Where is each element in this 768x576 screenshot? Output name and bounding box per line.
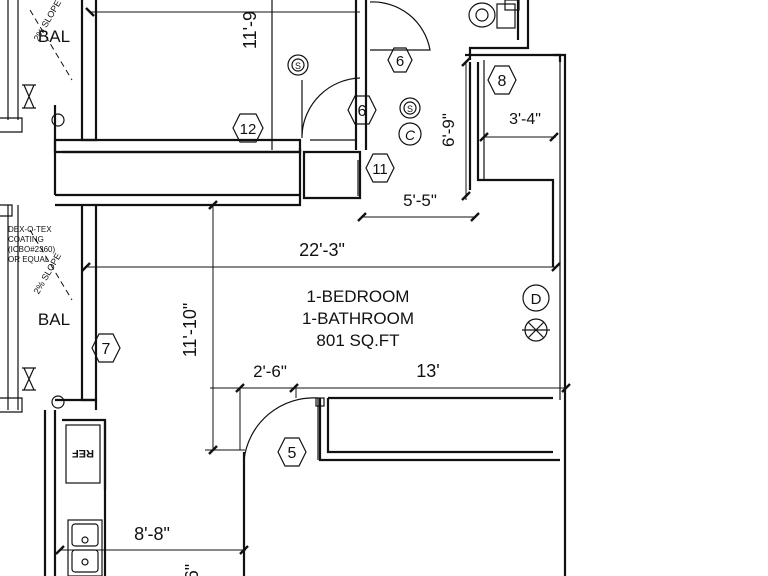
coating-note-line4: OR EQUAL — [8, 255, 50, 264]
svg-text:8: 8 — [498, 73, 507, 90]
tag-window-12: 12 — [232, 113, 264, 143]
svg-text:6: 6 — [358, 103, 367, 120]
svg-text:S: S — [407, 104, 413, 114]
dim-closet-width: 3'-4" — [509, 111, 541, 128]
svg-text:REF: REF — [72, 447, 94, 459]
washer-icon: C — [398, 122, 422, 146]
svg-text:7: 7 — [102, 341, 111, 358]
room-summary-bathroom: 1-BATHROOM — [302, 309, 414, 328]
svg-text:11: 11 — [372, 161, 388, 178]
ceiling-light-icon — [522, 318, 550, 342]
svg-text:D: D — [531, 291, 542, 308]
coating-note-line1: DEX-O-TEX — [8, 225, 52, 234]
sink-icon — [67, 519, 103, 576]
detail-lines — [0, 0, 561, 413]
dim-bath-depth: 6'-9" — [439, 113, 458, 147]
tag-closet-8: 8 — [487, 65, 517, 95]
svg-text:6: 6 — [396, 53, 404, 70]
room-summary-bedroom: 1-BEDROOM — [307, 287, 410, 306]
svg-text:S: S — [295, 61, 301, 71]
dim-bedroom-depth: 11'-9 — [240, 11, 260, 49]
dim-kitchen-run: 13' — [416, 361, 439, 381]
overhead-lines — [29, 9, 73, 301]
smoke-detector-icon: S — [287, 54, 309, 76]
doors — [243, 1, 431, 461]
dim-bottom-partial: 6" — [182, 564, 202, 576]
dimension-lines — [55, 7, 571, 555]
tag-door-5: 5 — [277, 437, 307, 467]
dim-hall-width: 5'-5" — [403, 191, 437, 210]
coating-note-line3: (ICBO#2360) — [8, 245, 55, 254]
dim-overall-depth: 11'-10" — [180, 303, 200, 358]
dim-overall-width: 22'-3" — [299, 240, 345, 260]
refrigerator-icon: REF — [65, 424, 101, 484]
balcony-label-top: BAL — [38, 27, 70, 46]
room-summary-area: 801 SQ.FT — [316, 331, 399, 350]
walls — [43, 0, 567, 576]
coating-note-line2: COATING — [8, 235, 44, 244]
tag-door-6a: 6 — [387, 47, 413, 73]
dryer-icon: D — [522, 284, 550, 312]
svg-text:12: 12 — [240, 121, 257, 138]
dim-kitchen-width: 8'-8" — [134, 524, 170, 544]
svg-text:5: 5 — [288, 445, 297, 462]
tag-window-7: 7 — [91, 333, 121, 363]
tag-door-11: 11 — [365, 153, 395, 183]
smoke-detector-icon: S — [399, 97, 421, 119]
toilet-icon — [468, 0, 520, 29]
tag-door-6b: 6 — [347, 95, 377, 125]
balcony-label-left: BAL — [38, 310, 70, 329]
balcony-fixtures — [22, 84, 65, 409]
dim-entry-width: 2'-6" — [253, 362, 287, 381]
svg-text:C: C — [405, 127, 416, 143]
